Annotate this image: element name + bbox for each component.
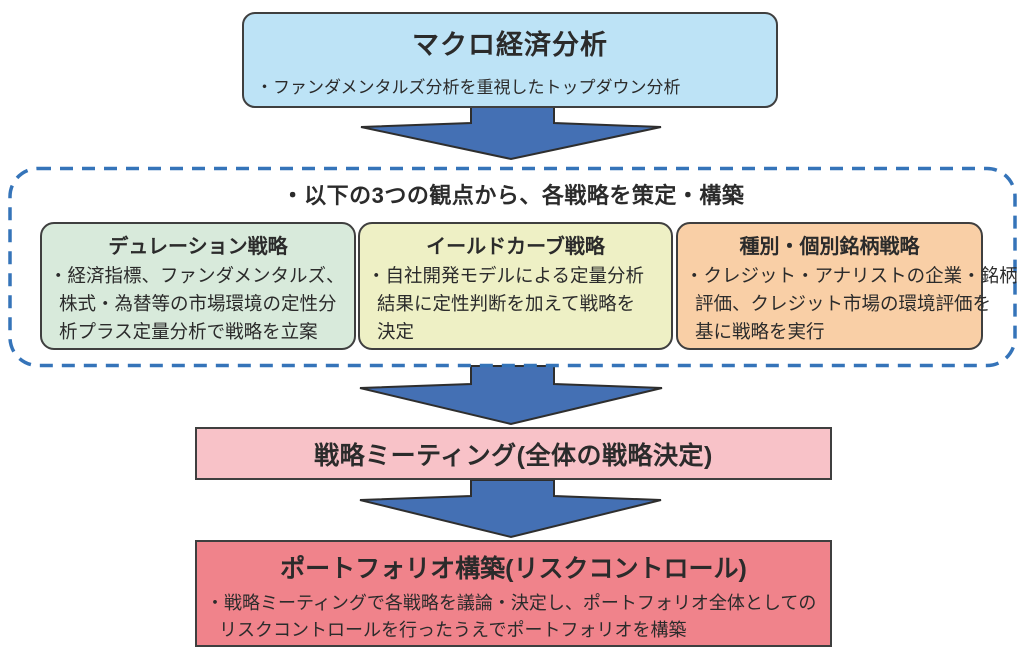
text-line: 結果に定性判断を加えて戦略を: [377, 293, 636, 314]
text-line: ・戦略ミーティングで各戦略を議論・決定し、ポートフォリオ全体としての: [206, 593, 817, 613]
sector-selection-strategy-title: 種別・個別銘柄戦略: [739, 236, 920, 258]
text-line: 評価、クレジット市場の環境評価を: [695, 293, 992, 314]
portfolio-construction-title: ポートフォリオ構築(リスクコントロール): [280, 555, 747, 583]
dashed-border: [8, 166, 1017, 368]
text-line: ・経済指標、ファンダメンタルズ、: [49, 265, 345, 286]
text-line: ・クレジット・アナリストの企業・銘柄: [685, 265, 1018, 286]
macro-analysis-description: ・ファンダメンタルズ分析を重視したトップダウン分析: [256, 78, 681, 97]
duration-strategy-box: デュレーション戦略 ・経済指標、ファンダメンタルズ、 株式・為替等の市場環境の定…: [40, 222, 356, 350]
yield-curve-strategy-title: イールドカーブ戦略: [426, 236, 605, 258]
down-arrow-icon: [360, 105, 662, 161]
strategy-meeting-title: 戦略ミーティング(全体の戦略決定): [314, 441, 713, 470]
macro-analysis-box: マクロ経済分析 ・ファンダメンタルズ分析を重視したトップダウン分析: [242, 12, 778, 108]
portfolio-construction-description: ・戦略ミーティングで各戦略を議論・決定し、ポートフォリオ全体としての リスクコン…: [206, 590, 830, 644]
text-line: 基に戦略を実行: [695, 321, 825, 342]
strategy-container: ・以下の3つの観点から、各戦略を策定・構築 デュレーション戦略 ・経済指標、ファ…: [8, 167, 1018, 368]
sector-selection-strategy-description: ・クレジット・アナリストの企業・銘柄 評価、クレジット市場の環境評価を 基に戦略…: [685, 262, 1018, 346]
sector-selection-strategy-box: 種別・個別銘柄戦略 ・クレジット・アナリストの企業・銘柄 評価、クレジット市場の…: [676, 222, 1018, 350]
text-line: 株式・為替等の市場環境の定性分: [59, 293, 337, 314]
text-line: 決定: [377, 321, 415, 342]
duration-strategy-title: デュレーション戦略: [108, 236, 288, 258]
text-line: リスクコントロールを行ったうえでポートフォリオを構築: [219, 620, 687, 640]
strategy-meeting-box: 戦略ミーティング(全体の戦略決定): [195, 427, 832, 480]
macro-analysis-title: マクロ経済分析: [412, 30, 608, 60]
duration-strategy-description: ・経済指標、ファンダメンタルズ、 株式・為替等の市場環境の定性分 析プラス定量分…: [49, 262, 354, 346]
text-line: 析プラス定量分析で戦略を立案: [59, 321, 318, 342]
portfolio-construction-box: ポートフォリオ構築(リスクコントロール) ・戦略ミーティングで各戦略を議論・決定…: [195, 540, 832, 647]
down-arrow-icon: [359, 479, 662, 539]
yield-curve-strategy-box: イールドカーブ戦略 ・自社開発モデルによる定量分析 結果に定性判断を加えて戦略を…: [358, 222, 673, 350]
down-arrow-icon: [359, 365, 663, 426]
yield-curve-strategy-description: ・自社開発モデルによる定量分析 結果に定性判断を加えて戦略を 決定: [367, 262, 671, 346]
text-line: ・自社開発モデルによる定量分析: [367, 265, 644, 286]
strategy-container-title: ・以下の3つの観点から、各戦略を策定・構築: [281, 183, 745, 208]
